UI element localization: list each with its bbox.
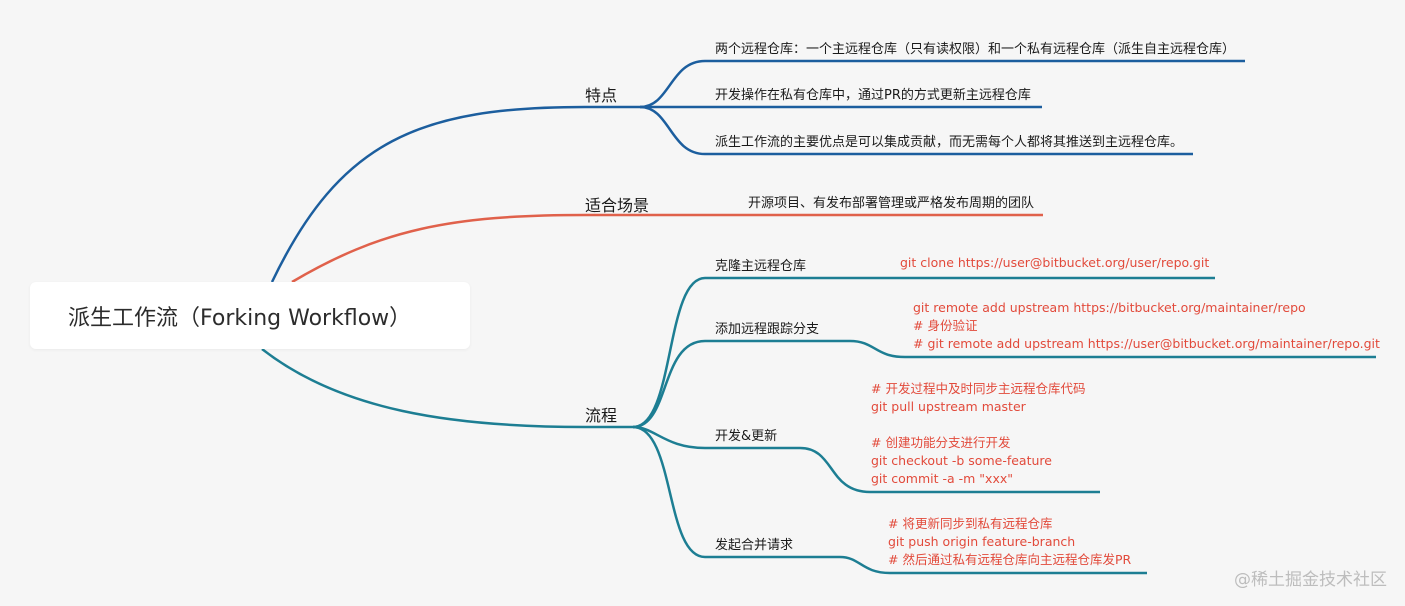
- process-step-4-label[interactable]: 发起合并请求: [715, 538, 794, 553]
- code-line: # 将更新同步到私有远程仓库: [888, 516, 1053, 531]
- step-3-code[interactable]: # 开发过程中及时同步主远程仓库代码 git pull upstream mas…: [871, 380, 1085, 488]
- root-to-process-line: [261, 348, 633, 429]
- code-line: # 然后通过私有远程仓库向主远程仓库发PR: [888, 552, 1132, 567]
- feature-item-1[interactable]: 两个远程仓库：一个主远程仓库（只有读权限）和一个私有远程仓库（派生自主远程仓库）: [715, 42, 1236, 57]
- feature-item-3[interactable]: 派生工作流的主要优点是可以集成贡献，而无需每个人都将其推送到主远程仓库。: [715, 135, 1184, 150]
- scenarios-connectors: [291, 213, 1043, 284]
- code-line: git checkout -b some-feature: [871, 453, 1052, 468]
- features-to-item-1-line: [639, 59, 1245, 109]
- process-to-step-1-line: [632, 276, 1215, 429]
- code-line: # git remote add upstream https://user@b…: [913, 336, 1380, 351]
- process-step-3-label[interactable]: 开发&更新: [715, 429, 778, 444]
- code-line: git remote add upstream https://bitbucke…: [913, 300, 1306, 315]
- feature-item-2[interactable]: 开发操作在私有仓库中，通过PR的方式更新主远程仓库: [715, 88, 1031, 103]
- code-line: git clone https://user@bitbucket.org/use…: [900, 255, 1210, 270]
- code-line: # 开发过程中及时同步主远程仓库代码: [871, 381, 1086, 396]
- process-step-1-label[interactable]: 克隆主远程仓库: [715, 259, 807, 274]
- step-1-code[interactable]: git clone https://user@bitbucket.org/use…: [900, 254, 1209, 272]
- code-line: git pull upstream master: [871, 399, 1026, 414]
- root-node[interactable]: 派生工作流（Forking Workflow）: [30, 282, 470, 349]
- code-line: # 身份验证: [913, 318, 978, 333]
- code-line: [871, 416, 1085, 434]
- root-title: 派生工作流（Forking Workflow）: [68, 306, 412, 331]
- code-line: git push origin feature-branch: [888, 534, 1076, 549]
- features-connectors: [270, 59, 1245, 283]
- branch-features-label[interactable]: 特点: [585, 86, 618, 105]
- root-to-scenarios-line: [291, 213, 662, 284]
- watermark: @稀土掘金技术社区: [1234, 570, 1387, 590]
- step-2-code[interactable]: git remote add upstream https://bitbucke…: [913, 299, 1380, 353]
- process-to-step-2-line: [632, 339, 1376, 429]
- process-to-step-4-line: [632, 425, 1147, 575]
- branch-scenarios-label[interactable]: 适合场景: [585, 196, 650, 215]
- root-to-features-line: [270, 105, 640, 283]
- process-to-step-3-line: [632, 425, 1100, 494]
- process-connectors: [261, 276, 1376, 575]
- code-line: # 创建功能分支进行开发: [871, 435, 1011, 450]
- branch-process-label[interactable]: 流程: [585, 406, 618, 425]
- step-4-code[interactable]: # 将更新同步到私有远程仓库 git push origin feature-b…: [888, 515, 1131, 569]
- scenario-item-1[interactable]: 开源项目、有发布部署管理或严格发布周期的团队: [748, 196, 1035, 211]
- code-line: git commit -a -m "xxx": [871, 471, 1013, 486]
- features-to-item-3-line: [639, 105, 1193, 156]
- process-step-2-label[interactable]: 添加远程跟踪分支: [715, 322, 820, 337]
